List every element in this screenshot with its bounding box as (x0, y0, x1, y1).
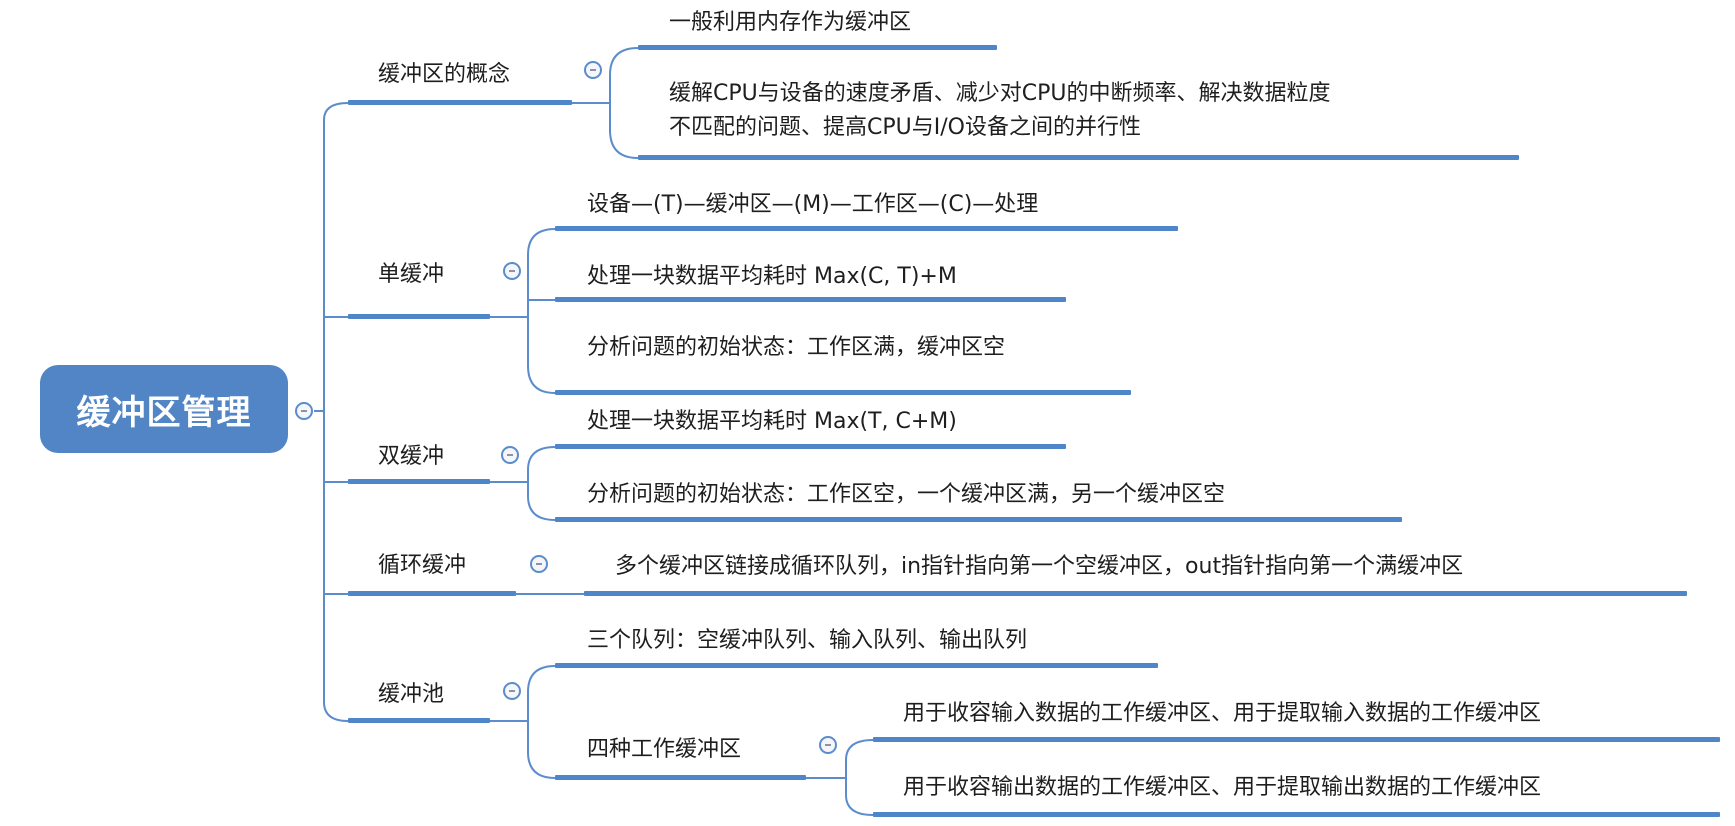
concept-item-cont: 不匹配的问题、提高CPU与I/O设备之间的并行性 (669, 115, 1141, 140)
branch-pool-label[interactable]: 缓冲池 (378, 682, 445, 707)
double-item[interactable]: 处理一块数据平均耗时 Max(T, C+M) (587, 409, 957, 434)
pool-sub-item[interactable]: 用于收容输入数据的工作缓冲区、用于提取输入数据的工作缓冲区 (903, 701, 1542, 726)
concept-item[interactable]: 一般利用内存作为缓冲区 (669, 10, 912, 35)
branch-underline (348, 479, 490, 484)
branch-underline (348, 591, 516, 596)
single-item[interactable]: 分析问题的初始状态：工作区满，缓冲区空 (587, 335, 1006, 360)
branch-single-label[interactable]: 单缓冲 (378, 262, 445, 287)
item-underline (555, 226, 1178, 231)
item-underline (873, 812, 1720, 817)
concept-item[interactable]: 缓解CPU与设备的速度矛盾、减少对CPU的中断频率、解决数据粒度 (669, 81, 1331, 106)
collapse-icon[interactable] (584, 61, 602, 79)
branch-concept-label[interactable]: 缓冲区的概念 (378, 62, 511, 87)
item-underline (555, 444, 1066, 449)
single-item[interactable]: 设备—(T)—缓冲区—(M)—工作区—(C)—处理 (587, 192, 1039, 217)
collapse-icon[interactable] (819, 736, 837, 754)
double-item[interactable]: 分析问题的初始状态：工作区空，一个缓冲区满，另一个缓冲区空 (587, 482, 1226, 507)
item-underline (555, 663, 1158, 668)
collapse-icon[interactable] (501, 446, 519, 464)
item-underline (584, 591, 1687, 596)
collapse-icon[interactable] (530, 555, 548, 573)
branch-double-label[interactable]: 双缓冲 (378, 444, 445, 469)
root-node[interactable]: 缓冲区管理 (40, 365, 288, 453)
branch-underline (348, 100, 572, 105)
item-underline (638, 45, 997, 50)
branch-underline (348, 314, 490, 319)
branch-underline (348, 718, 490, 723)
item-underline (555, 297, 1066, 302)
circular-item[interactable]: 多个缓冲区链接成循环队列，in指针指向第一个空缓冲区，out指针指向第一个满缓冲… (615, 554, 1464, 579)
collapse-icon[interactable] (503, 262, 521, 280)
item-underline (555, 390, 1131, 395)
pool-item-four-buffers[interactable]: 四种工作缓冲区 (587, 737, 742, 762)
item-underline (555, 517, 1402, 522)
item-underline (638, 155, 1519, 160)
pool-item[interactable]: 三个队列：空缓冲队列、输入队列、输出队列 (587, 628, 1028, 653)
item-underline (555, 775, 806, 780)
single-item[interactable]: 处理一块数据平均耗时 Max(C, T)+M (587, 264, 957, 289)
branch-circular-label[interactable]: 循环缓冲 (378, 553, 467, 578)
root-label: 缓冲区管理 (76, 392, 252, 433)
pool-sub-item[interactable]: 用于收容输出数据的工作缓冲区、用于提取输出数据的工作缓冲区 (903, 775, 1542, 800)
collapse-icon[interactable] (503, 682, 521, 700)
item-underline (873, 737, 1720, 742)
collapse-icon[interactable] (295, 402, 313, 420)
